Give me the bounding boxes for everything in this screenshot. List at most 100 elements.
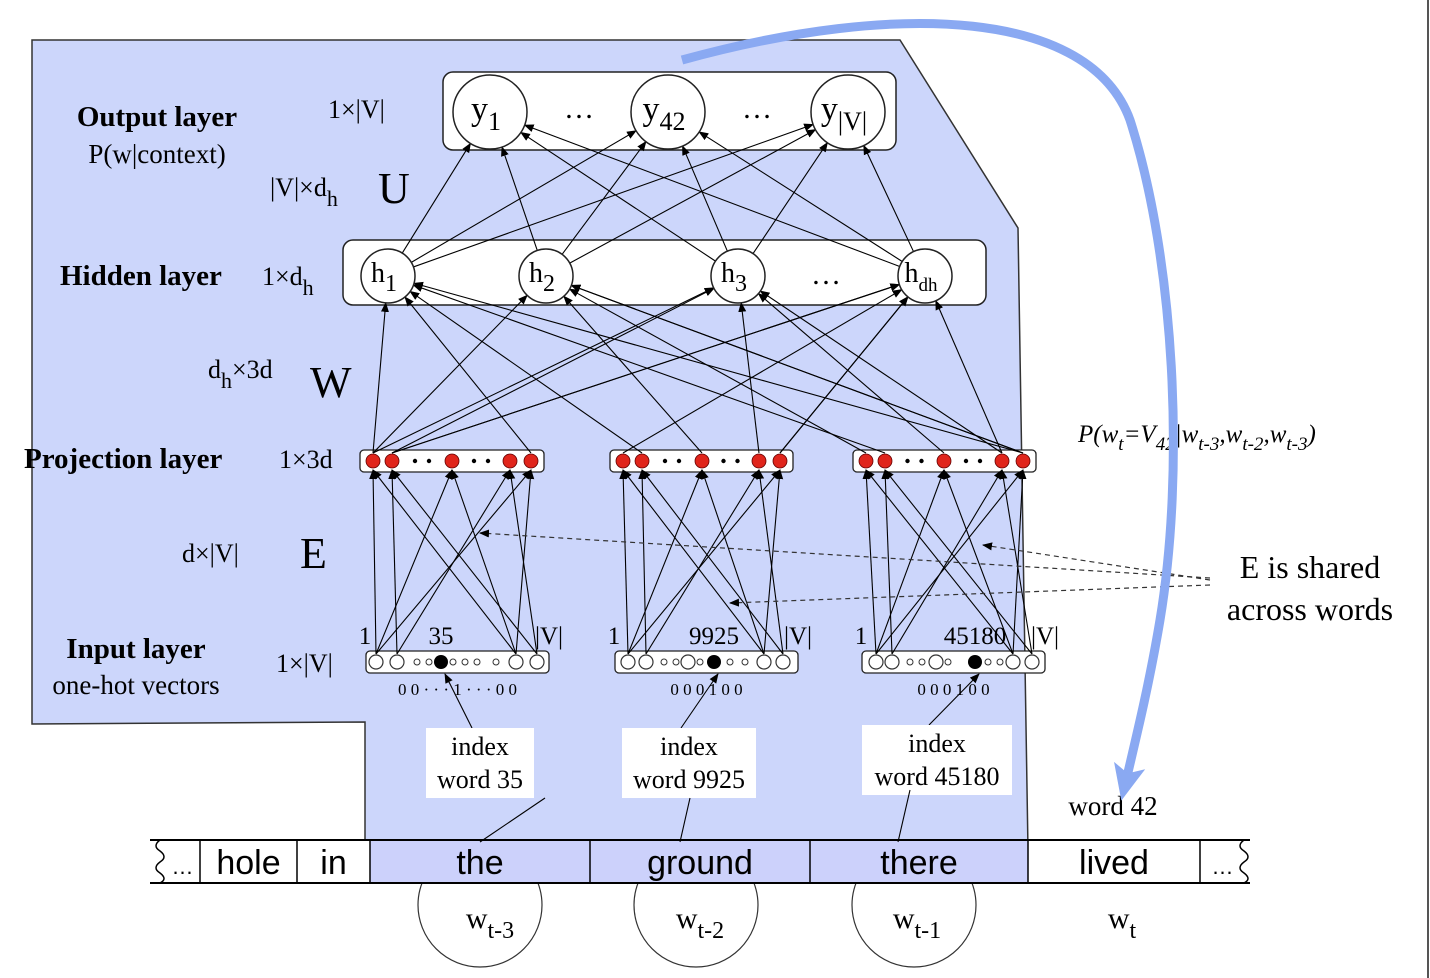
input-to-projection-arrow (396, 469, 511, 655)
input-word-index: 35 (429, 623, 454, 650)
projection-node (365, 453, 381, 469)
projection-node (384, 453, 400, 469)
ellipsis-dot (485, 458, 491, 464)
e-matrix-dim: d×|V| (182, 539, 239, 568)
ellipsis-dot (676, 458, 682, 464)
one-hot-small-node (473, 658, 481, 666)
one-hot-node (638, 654, 654, 670)
input-to-projection-arrow (627, 469, 781, 655)
one-hot-small-node (726, 658, 734, 666)
hidden-node-label: h2 (529, 258, 555, 297)
input-to-projection-arrow (369, 469, 378, 655)
hidden-node-label: hdh (905, 258, 939, 296)
context-word-label: wt (1108, 902, 1137, 944)
ellipsis-dot (905, 458, 910, 464)
tape-cell-word: the (456, 844, 503, 882)
input-vectors (365, 650, 1046, 674)
input-to-projection-arrow (756, 469, 784, 655)
tape-cell-word: ground (647, 844, 753, 882)
tape-right-squiggle (1239, 839, 1249, 884)
tape-cell-word: in (320, 844, 346, 882)
output-ellipsis: … (564, 92, 594, 125)
hidden-to-output-arrow (520, 131, 716, 262)
hidden-to-output-arrow (401, 142, 471, 254)
projection-node (877, 453, 893, 469)
ellipsis-dot (426, 458, 432, 464)
one-hot-node (1024, 654, 1040, 670)
hidden-node-label: h3 (721, 258, 747, 297)
hidden-node (518, 248, 574, 304)
tape-cell-word: … (1212, 854, 1234, 879)
u-matrix-dim: |V|×dh (270, 173, 338, 211)
projection-layer-title: Projection layer (24, 443, 222, 475)
tape-cell-word: there (880, 844, 958, 882)
projection-to-hidden-arrow (372, 301, 389, 454)
input-bits: 0 0 · · · 1 · · · 0 0 (398, 680, 517, 699)
projection-to-hidden-arrow (738, 301, 760, 454)
hidden-ellipsis: … (811, 258, 841, 291)
projection-to-hidden-arrow (570, 284, 1024, 454)
probability-formula: P(wt=V42|wt-3,wt-2,wt-3) (1077, 421, 1316, 455)
input-layer-title: Input layer (66, 633, 206, 665)
context-word-label: wt-1 (893, 902, 941, 944)
projection-to-hidden-arrow (372, 287, 715, 454)
index-label-line1: index (451, 732, 509, 761)
hidden-node (897, 248, 953, 304)
output-node-label: y|V| (821, 91, 867, 136)
input-to-projection-arrow (391, 469, 538, 655)
input-to-projection-arrow (881, 469, 893, 655)
one-hot-small-node (413, 658, 421, 666)
one-hot-node (884, 654, 900, 670)
output-layer-subtitle: P(w|context) (88, 139, 225, 169)
output-layer-dim: 1×|V| (328, 95, 385, 124)
one-hot-small-node (996, 658, 1004, 666)
input-vector-box (614, 650, 799, 674)
hidden-layer-box (342, 239, 987, 306)
one-hot-active-node (434, 655, 448, 669)
projection-to-hidden-arrow (759, 290, 1003, 454)
projection-to-hidden-arrow (757, 292, 945, 454)
projection-to-hidden-arrow (404, 296, 532, 454)
output-node-label: y42 (643, 91, 686, 136)
index-label-line2: word 35 (437, 765, 523, 794)
one-hot-active-node (707, 655, 721, 669)
projection-node (523, 453, 539, 469)
input-last-index: |V| (1031, 623, 1059, 650)
one-hot-node (1005, 654, 1021, 670)
one-hot-node (868, 654, 884, 670)
input-to-projection-arrow (507, 469, 538, 655)
projection-to-hidden-arrow (779, 296, 909, 454)
context-link (679, 797, 691, 843)
input-last-index: |V| (784, 623, 812, 650)
projection-to-hidden-arrow (568, 288, 867, 454)
one-hot-small-node (461, 658, 469, 666)
hidden-to-output-arrow (752, 141, 828, 254)
input-vector-box (365, 650, 550, 674)
projection-node (634, 453, 650, 469)
context-word-label: wt-3 (466, 902, 514, 944)
hidden-to-output-arrow (682, 145, 728, 252)
one-hot-small-node (906, 658, 914, 666)
context-link (897, 789, 911, 843)
ellipsis-dot (735, 458, 740, 464)
input-to-projection-arrow (627, 469, 703, 655)
projection-to-hidden-arrow (372, 294, 528, 454)
output-node-label: y1 (471, 91, 501, 136)
ellipsis-dot (412, 458, 418, 464)
tape-cell-highlight (590, 840, 810, 883)
input-first-index: 1 (608, 623, 621, 650)
input-last-index: |V| (535, 623, 563, 650)
index-arrow (928, 673, 980, 726)
input-to-projection-arrow (388, 469, 398, 655)
one-hot-node (620, 654, 636, 670)
w-matrix-dim: dh×3d (208, 355, 273, 393)
one-hot-small-node (672, 658, 680, 666)
tape-cell-highlight (810, 840, 1028, 883)
one-hot-node (508, 654, 524, 670)
projection-node (444, 453, 460, 469)
u-matrix-name: U (378, 164, 410, 213)
tape-cell-word: … (172, 854, 194, 879)
